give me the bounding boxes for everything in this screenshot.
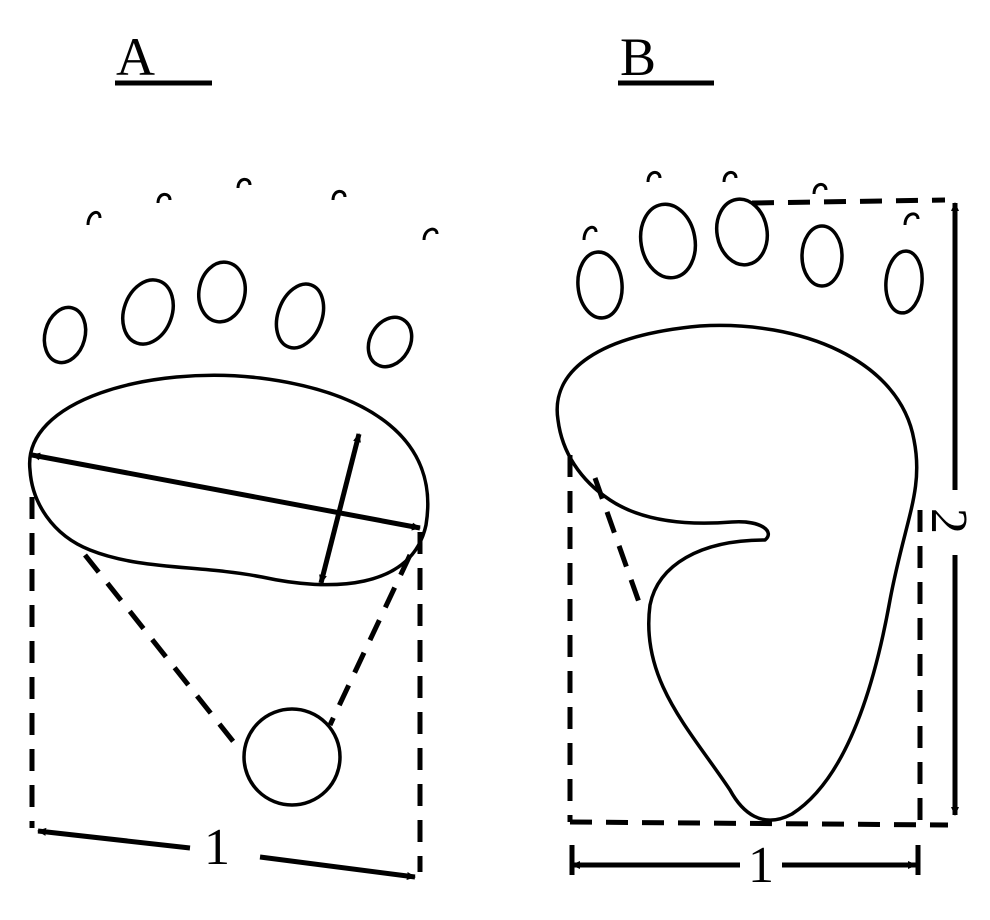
width-dimension-a-left (37, 827, 191, 851)
panel-a (28, 80, 439, 880)
panel-a-width-label: 1 (204, 819, 230, 876)
panel-b-width-label: 1 (748, 837, 774, 894)
dashed-bounds-b (567, 197, 949, 828)
main-pad-b (555, 323, 919, 822)
claw-marks-a (86, 177, 439, 241)
claw-marks-b (582, 171, 920, 241)
width-dimension-a-right (259, 854, 416, 880)
panel-b (555, 80, 959, 875)
pad-width-line (318, 433, 362, 584)
panel-a-label: A (116, 27, 155, 87)
pad-length-line (31, 452, 421, 531)
heel-pad-a (242, 707, 342, 807)
panel-b-label: B (620, 27, 657, 87)
main-pad-a (28, 373, 430, 587)
dashed-bounds-a (29, 497, 423, 872)
toe-pads-b (576, 197, 924, 320)
panel-b-length-label: 2 (920, 508, 977, 534)
toe-pads-a (42, 260, 414, 369)
